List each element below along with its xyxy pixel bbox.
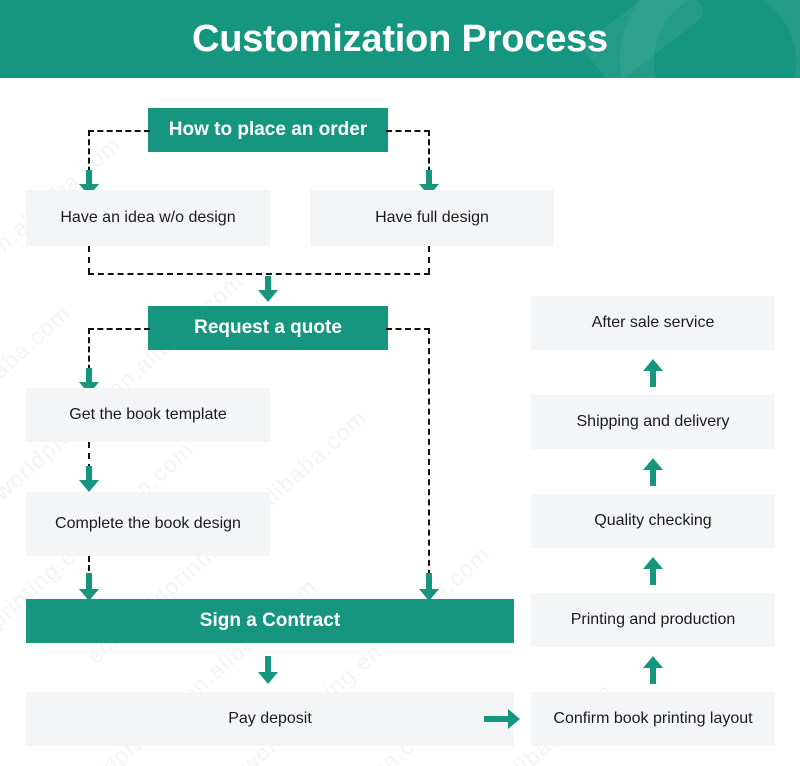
arrow-up-to-quality-checking: [643, 557, 663, 585]
edge-merge-horizontal: [88, 273, 430, 275]
edge-quote-to-left-vertical: [88, 328, 90, 380]
edge-order-to-left-vertical: [88, 130, 90, 182]
edge-order-to-right-vertical: [428, 130, 430, 182]
arrow-up-to-after-sale-service: [643, 359, 663, 387]
flowchart-canvas: How to place an order Have an idea w/o d…: [0, 78, 800, 766]
edge-quote-to-left-horizontal: [88, 328, 150, 330]
edge-order-to-left-horizontal: [88, 130, 150, 132]
header-banner: [0, 0, 800, 78]
edge-order-to-right-horizontal: [386, 130, 430, 132]
arrow-down-to-pay-deposit: [258, 656, 278, 684]
edge-template-to-design-vertical: [88, 442, 90, 470]
arrow-down-to-request-a-quote: [258, 276, 278, 302]
arrow-down-design-to-sign-a-contract: [79, 573, 99, 601]
node-request-a-quote[interactable]: Request a quote: [148, 306, 388, 350]
arrow-down-quote-to-sign-a-contract: [419, 573, 439, 601]
node-sign-a-contract[interactable]: Sign a Contract: [26, 599, 514, 643]
node-quality-checking[interactable]: Quality checking: [531, 494, 775, 548]
node-shipping-and-delivery[interactable]: Shipping and delivery: [531, 395, 775, 449]
arrow-up-to-printing-and-production: [643, 656, 663, 684]
node-confirm-book-printing-layout[interactable]: Confirm book printing layout: [531, 692, 775, 746]
node-how-to-place-an-order[interactable]: How to place an order: [148, 108, 388, 152]
node-after-sale-service[interactable]: After sale service: [531, 296, 775, 350]
edge-idea-down-vertical: [88, 246, 90, 274]
node-printing-and-production[interactable]: Printing and production: [531, 593, 775, 647]
node-have-an-idea-wo-design[interactable]: Have an idea w/o design: [26, 190, 270, 246]
edge-design-to-contract-vertical: [88, 556, 90, 580]
node-have-full-design[interactable]: Have full design: [310, 190, 554, 246]
edge-quote-to-contract-vertical: [428, 328, 430, 586]
node-complete-the-book-design[interactable]: Complete the book design: [26, 492, 270, 556]
arrow-down-to-complete-the-book-design: [79, 466, 99, 492]
arrow-right-to-confirm-book-printing-layout: [484, 709, 520, 729]
arrow-up-to-shipping-and-delivery: [643, 458, 663, 486]
node-get-the-book-template[interactable]: Get the book template: [26, 388, 270, 442]
edge-quote-to-contract-horizontal: [386, 328, 430, 330]
page-title: Customization Process: [191, 18, 608, 60]
node-pay-deposit[interactable]: Pay deposit: [26, 692, 514, 746]
edge-fulldesign-down-vertical: [428, 246, 430, 274]
